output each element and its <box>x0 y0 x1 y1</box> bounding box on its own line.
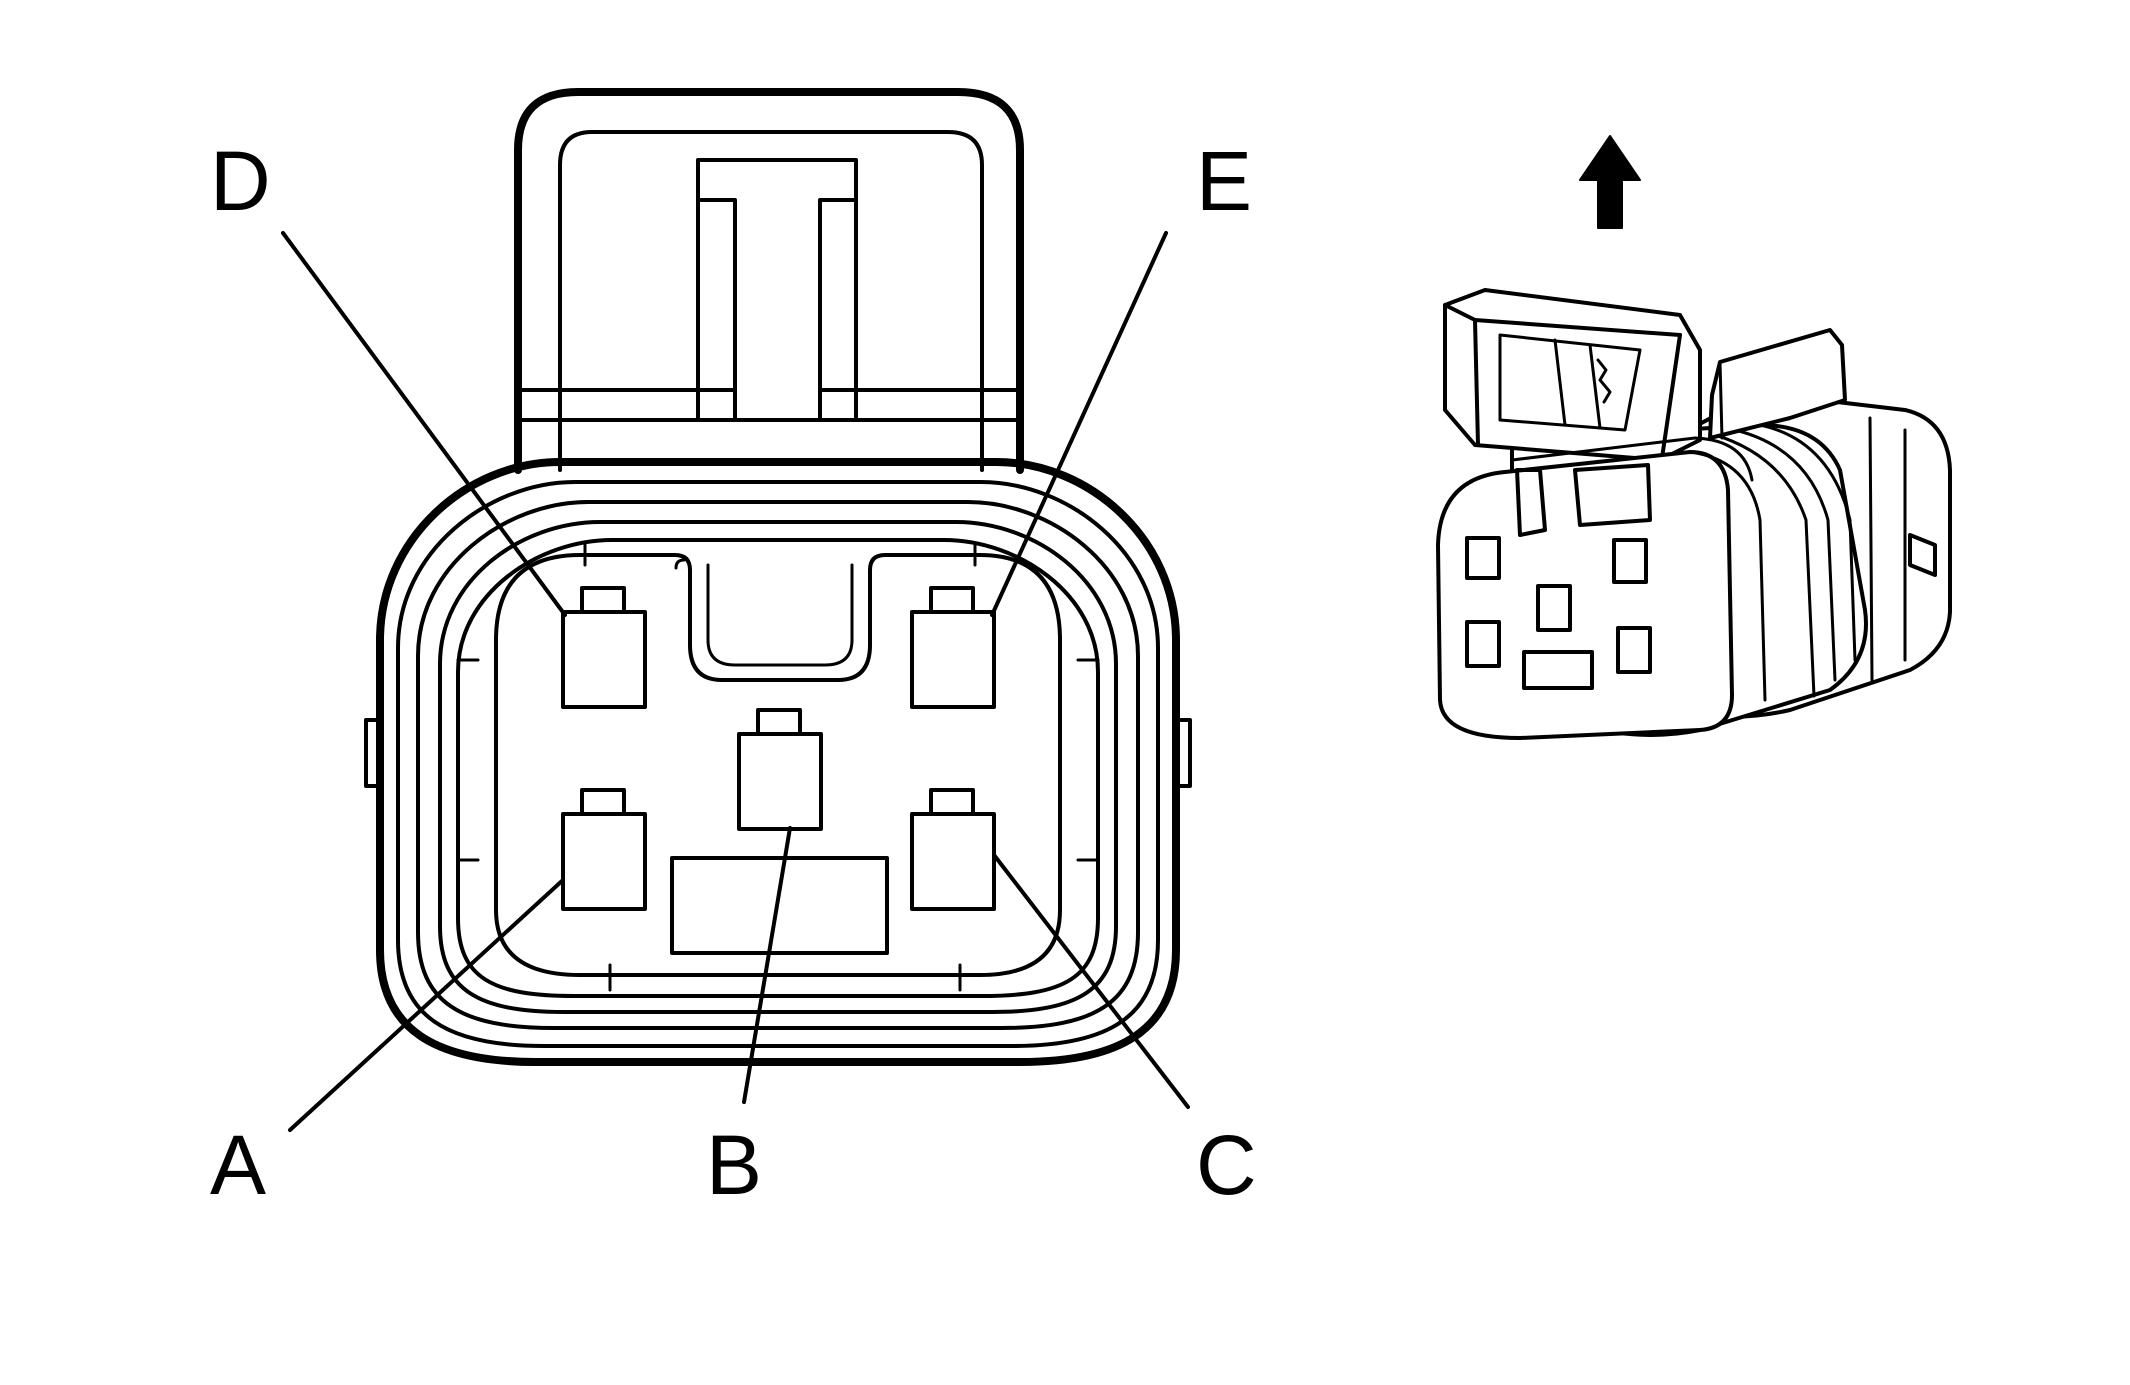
terminal-d <box>561 586 647 709</box>
pin-label-a: A <box>210 1118 266 1212</box>
leader-line-e <box>990 231 1168 617</box>
terminal-c <box>910 788 996 911</box>
isometric-locking-latch <box>1443 288 1847 462</box>
pin-label-e: E <box>1196 134 1252 228</box>
terminal-a <box>561 788 647 911</box>
leader-line-c <box>992 853 1190 1109</box>
pin-label-c: C <box>1196 1118 1257 1212</box>
leader-line-d <box>281 231 567 617</box>
leader-line-b <box>742 826 792 1104</box>
leader-line-a <box>288 878 565 1132</box>
connector-isometric-view <box>1436 135 1952 740</box>
housing-outline <box>376 458 1180 1066</box>
leader-lines <box>281 231 1190 1132</box>
connector-front-view: D E A B C <box>210 88 1257 1212</box>
isometric-front-face <box>1436 436 1767 740</box>
terminal-cavity-face <box>494 543 1062 992</box>
pin-label-b: B <box>706 1118 762 1212</box>
up-arrow-icon <box>1579 135 1641 229</box>
locking-tab <box>514 88 1024 474</box>
center-key-slot <box>670 856 889 955</box>
terminal-e <box>910 586 996 709</box>
terminal-b <box>737 708 823 831</box>
pin-label-d: D <box>210 134 271 228</box>
